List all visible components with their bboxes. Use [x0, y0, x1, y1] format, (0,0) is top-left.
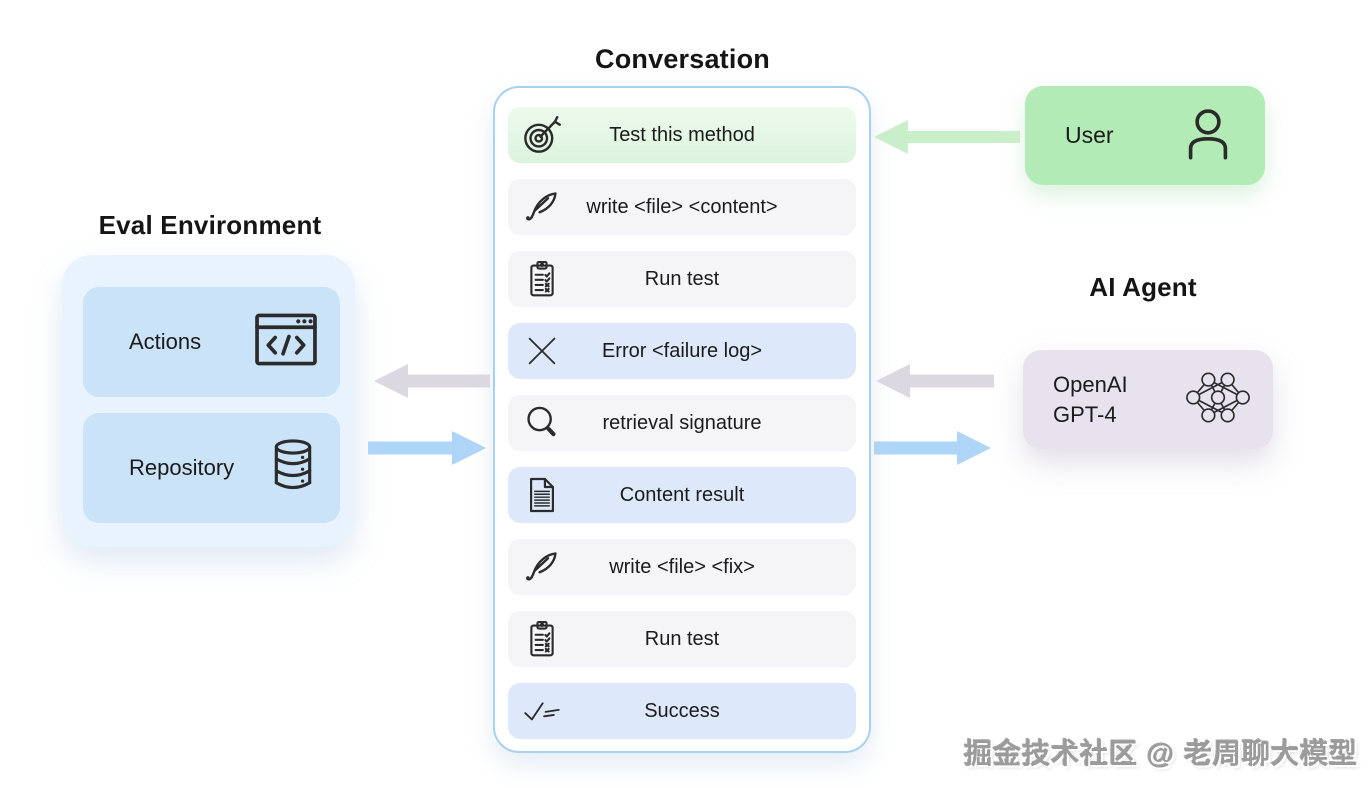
message-row-error-failure-log: Error <failure log>: [508, 323, 856, 379]
eval-environment-title: Eval Environment: [98, 210, 322, 240]
message-label: Error <failure log>: [601, 339, 763, 362]
actions-node: Actions: [83, 287, 340, 397]
watermark-text: 掘金技术社区 @ 老周聊大模型: [964, 738, 1358, 769]
document-icon: [518, 476, 566, 514]
person-icon: [1179, 104, 1237, 167]
feather-icon: [518, 548, 566, 586]
ai-agent-label: OpenAI GPT-4: [1053, 370, 1128, 430]
message-label: Test this method: [609, 123, 755, 146]
user-node: User: [1025, 86, 1265, 185]
message-label: Content result: [619, 483, 745, 506]
ai-agent-title: AI Agent: [1089, 272, 1197, 302]
message-row-test-this-method: Test this method: [508, 107, 856, 163]
x-icon: [518, 332, 566, 370]
database-icon: [268, 435, 318, 502]
repository-label: Repository: [129, 455, 235, 480]
ai-agent-label-line2: GPT-4: [1053, 401, 1117, 427]
message-row-write-file-fix: write <file> <fix>: [508, 539, 856, 595]
neural-network-icon: [1185, 369, 1251, 430]
user-to-conversation-arrow: [874, 120, 1020, 154]
actions-label: Actions: [129, 329, 202, 354]
ai-agent-node: OpenAI GPT-4: [1023, 350, 1273, 449]
clipboard-icon: [518, 619, 566, 659]
message-row-retrieval-signature: retrieval signature: [508, 395, 856, 451]
repository-node: Repository: [83, 413, 340, 523]
message-row-success: Success: [508, 683, 856, 739]
message-label: Run test: [644, 267, 720, 290]
message-row-run-test-2: Run test: [508, 611, 856, 667]
message-label: retrieval signature: [602, 411, 762, 434]
message-label: write <file> <content>: [586, 195, 778, 218]
check-lines-icon: [518, 697, 566, 725]
message-row-run-test-1: Run test: [508, 251, 856, 307]
clipboard-icon: [518, 259, 566, 299]
agent-to-conversation-arrow: [876, 364, 994, 398]
message-row-write-file-content: write <file> <content>: [508, 179, 856, 235]
message-label: Run test: [644, 627, 720, 650]
magnifier-icon: [518, 404, 566, 442]
target-icon: [518, 114, 566, 156]
message-label: Success: [644, 699, 720, 722]
feather-icon: [518, 188, 566, 226]
message-label: write <file> <fix>: [609, 555, 755, 578]
conversation-to-agent-arrow: [874, 431, 991, 465]
code-window-icon: [254, 313, 318, 372]
conversation-title: Conversation: [595, 44, 770, 74]
conversation-panel: Test this method write <file> <content>: [493, 86, 871, 753]
conversation-to-actions-arrow: [374, 364, 490, 398]
ai-agent-label-line1: OpenAI: [1053, 371, 1128, 397]
user-label: User: [1065, 122, 1114, 148]
message-row-content-result: Content result: [508, 467, 856, 523]
repository-to-conversation-arrow: [368, 431, 486, 465]
